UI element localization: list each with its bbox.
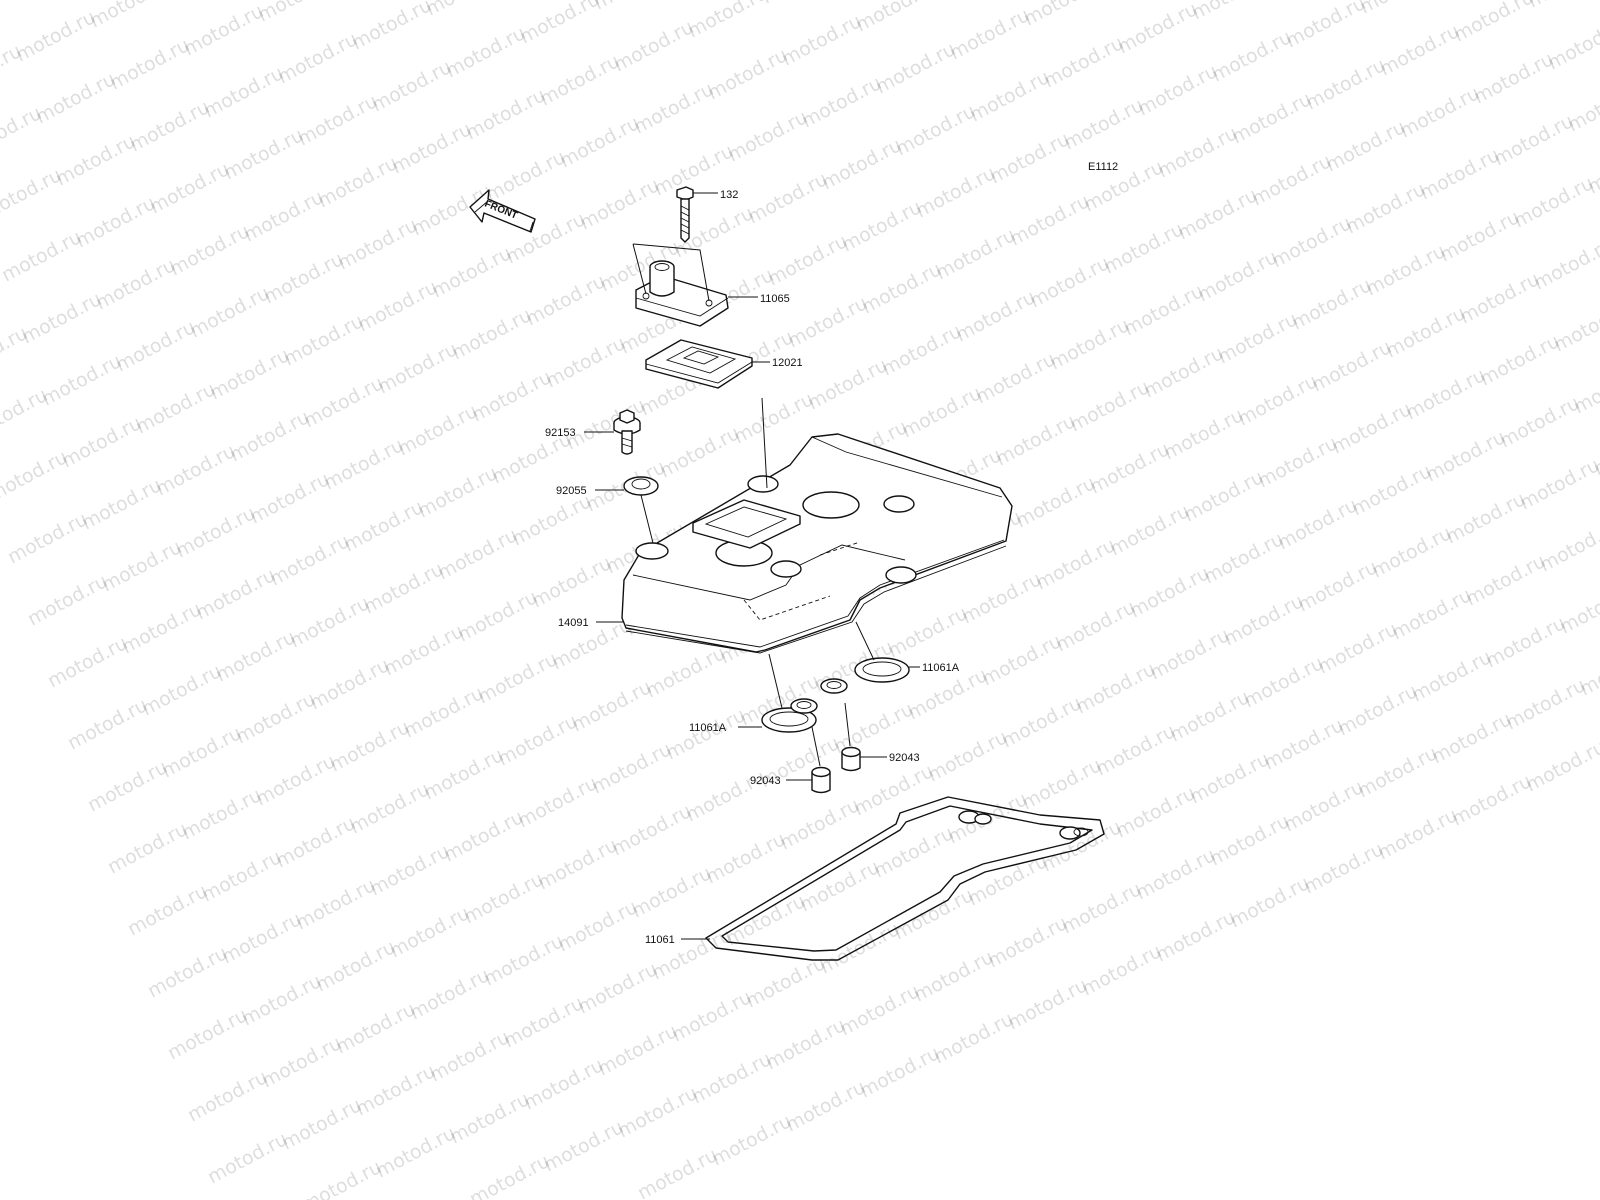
watermark-text: motod.ru <box>926 0 1013 2</box>
part-label-11061A-right: 11061A <box>922 662 960 674</box>
cylinder-head-cover-14091 <box>621 397 1013 654</box>
watermark-text: motod.ru <box>422 0 509 20</box>
part-label-11061: 11061 <box>645 934 675 946</box>
watermark-text: motod.ru <box>254 0 341 26</box>
part-label-11061A-left: 11061A <box>689 722 727 734</box>
watermark-text: motod.ru <box>852 0 939 36</box>
part-label-92043-right: 92043 <box>889 752 920 764</box>
watermark-text: motod.ru <box>1570 358 1600 418</box>
watermark-text: motod.ru <box>590 0 677 14</box>
part-label-92043-left: 92043 <box>750 775 781 787</box>
watermark-text: motod.ru <box>1564 76 1600 136</box>
reference-code: E1112 <box>1088 161 1118 173</box>
dowel-pin-92043-left <box>811 726 831 794</box>
gasket-11061 <box>705 796 1105 961</box>
part-label-132: 132 <box>720 189 738 201</box>
part-label-12021: 12021 <box>772 357 803 369</box>
part-label-92153: 92153 <box>545 427 576 439</box>
watermark-text: motod.ru <box>1522 736 1600 796</box>
watermark-text: motod.ru <box>1524 0 1600 12</box>
watermark-text: motod.ru <box>1282 0 1369 52</box>
watermark-text: motod.ru <box>684 0 771 42</box>
dowel-pin-92043-right <box>841 702 861 772</box>
plate-12021 <box>645 339 753 389</box>
part-label-14091: 14091 <box>558 617 589 629</box>
watermark-text: motod.ru <box>516 0 603 48</box>
watermark-text: motod.ru <box>1550 296 1600 356</box>
watermark-text: motod.ru <box>1114 0 1201 58</box>
gasket-11061A-left <box>761 653 818 733</box>
bolt-132 <box>676 186 694 243</box>
bolt-92153 <box>613 409 641 455</box>
watermark-text: motod.ru <box>1536 516 1600 576</box>
label-leaders <box>584 192 920 940</box>
watermark-text: motod.ru <box>1530 234 1600 294</box>
part-label-11065: 11065 <box>760 293 790 305</box>
watermark-text: motod.ru <box>1356 0 1443 18</box>
watermark-text: motod.ru <box>1556 578 1600 638</box>
watermark-text: motod.ru <box>0 0 79 4</box>
washer-92055 <box>623 476 659 544</box>
watermark-text: motod.ru <box>1020 0 1107 30</box>
part-label-92055: 92055 <box>556 485 587 497</box>
watermark-text: motod.ru <box>1450 0 1537 46</box>
gasket-11061A-right <box>820 621 910 694</box>
watermark-text: motod.ru <box>1516 454 1600 514</box>
watermark-text: motod.ru <box>348 0 435 54</box>
watermark-text: motod.ru <box>86 0 173 32</box>
breather-cover-11065 <box>632 243 729 327</box>
watermark-text: motod.ru <box>758 0 845 8</box>
watermark-text: motod.ru <box>1544 14 1600 74</box>
watermark-text: motod.ru <box>1188 0 1275 24</box>
